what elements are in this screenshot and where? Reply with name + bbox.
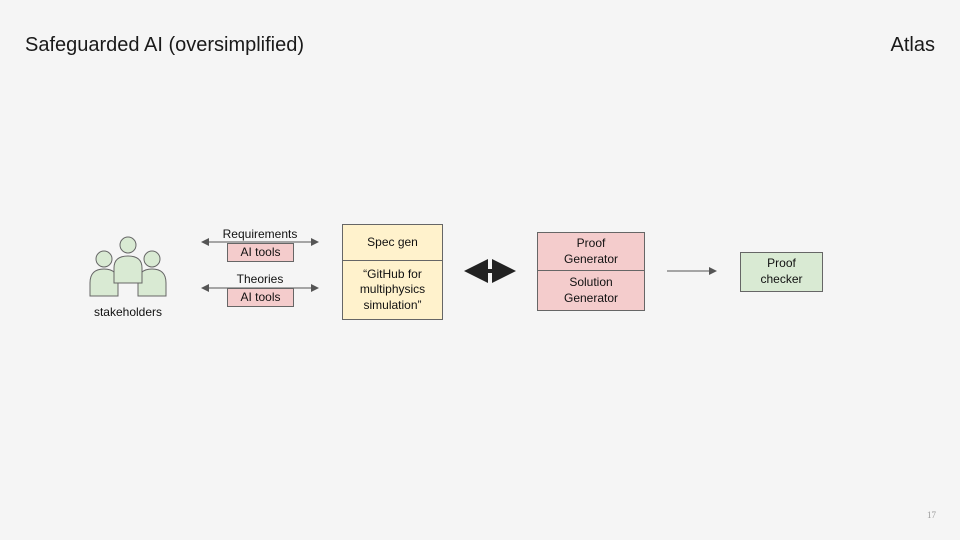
spec-gen-box: Spec gen xyxy=(342,224,443,261)
requirements-label: Requirements xyxy=(222,227,298,241)
github-multiphysics-box: “GitHub for multiphysics simulation” xyxy=(342,260,443,320)
solution-generator-box: Solution Generator xyxy=(537,270,645,311)
page-title: Safeguarded AI (oversimplified) xyxy=(25,34,305,56)
theories-label: Theories xyxy=(236,272,284,286)
ai-tools-theories: AI tools xyxy=(227,288,294,307)
stakeholders-icon xyxy=(89,236,167,297)
page-number: 17 xyxy=(927,510,936,520)
brand-name: Atlas xyxy=(890,34,935,56)
stakeholders-label: stakeholders xyxy=(93,305,163,319)
proof-generator-box: Proof Generator xyxy=(537,232,645,271)
proof-checker-box: Proof checker xyxy=(740,252,823,292)
ai-tools-requirements: AI tools xyxy=(227,243,294,262)
